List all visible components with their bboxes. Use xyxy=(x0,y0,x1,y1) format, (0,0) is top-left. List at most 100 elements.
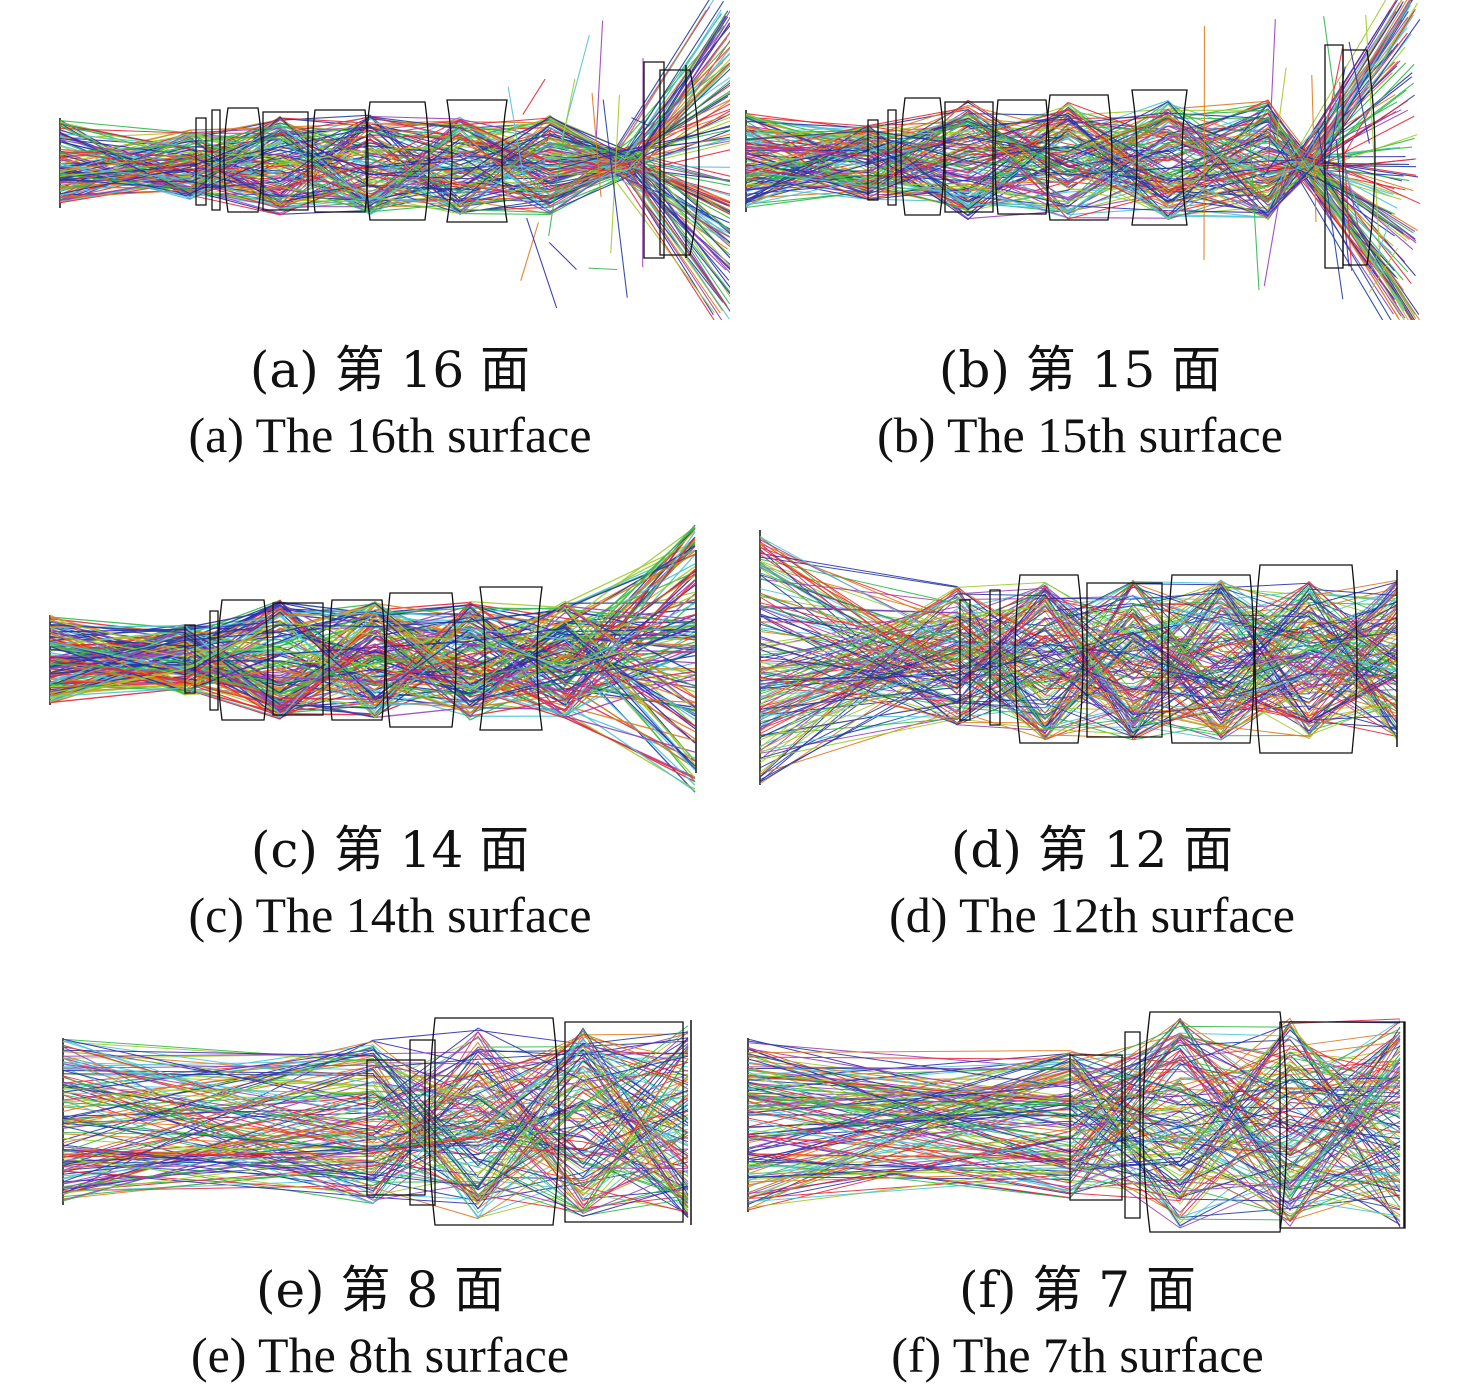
ray xyxy=(59,79,730,192)
lens-element xyxy=(446,99,508,223)
ray xyxy=(747,1048,1401,1204)
ray xyxy=(747,1035,1401,1191)
ray xyxy=(759,603,1398,734)
ray xyxy=(1339,81,1353,271)
caption-zh-d: (d) 第 12 面 xyxy=(950,821,1234,879)
ray xyxy=(747,1039,1401,1171)
lens-element xyxy=(272,602,324,716)
lens-element xyxy=(1014,574,1084,744)
ray xyxy=(59,127,730,205)
caption-zh-b: (b) 第 15 面 xyxy=(938,341,1222,399)
ray xyxy=(759,578,1398,735)
ray xyxy=(759,550,1398,699)
ray xyxy=(747,1048,1401,1185)
ray xyxy=(745,18,1420,213)
ray xyxy=(1227,192,1241,197)
ray xyxy=(747,1058,1401,1206)
ray xyxy=(1326,66,1346,172)
ray xyxy=(759,589,1398,705)
ray xyxy=(747,1064,1401,1208)
ray xyxy=(591,92,602,197)
ray xyxy=(759,606,1398,729)
ray xyxy=(747,1020,1401,1143)
caption-en-a: (a) The 16th surface xyxy=(188,407,592,463)
ray xyxy=(610,94,620,254)
ray xyxy=(747,1105,1401,1218)
ray xyxy=(62,1063,689,1215)
ray xyxy=(59,126,730,259)
ray xyxy=(548,242,577,270)
lens-element xyxy=(1342,49,1376,266)
caption-en-b: (b) The 15th surface xyxy=(877,407,1283,463)
ray xyxy=(759,645,1398,728)
ray xyxy=(747,1073,1401,1220)
panel-f: (f) 第 7 面 (f) The 7th surface xyxy=(740,1000,1415,1395)
ray xyxy=(1368,247,1398,294)
ray xyxy=(745,112,1392,215)
ray xyxy=(1344,111,1370,155)
ray xyxy=(759,546,1398,740)
ray xyxy=(759,617,1398,701)
ray xyxy=(62,1050,689,1185)
ray xyxy=(747,1086,1401,1209)
ray xyxy=(561,78,576,141)
lens-element xyxy=(989,589,1001,726)
ray xyxy=(62,1100,689,1194)
ray xyxy=(747,1024,1401,1198)
caption-en-e: (e) The 8th surface xyxy=(190,1327,570,1383)
ray xyxy=(759,584,1398,735)
ray xyxy=(759,536,1398,673)
ray xyxy=(747,1049,1401,1223)
ray xyxy=(62,1054,689,1213)
ray xyxy=(62,1054,689,1144)
ray xyxy=(1317,47,1344,167)
lens-element xyxy=(328,599,386,721)
ray xyxy=(631,117,650,127)
ray xyxy=(747,1056,1401,1189)
ray xyxy=(759,585,1398,679)
ray xyxy=(62,1046,689,1162)
ray xyxy=(747,1058,1401,1198)
ray xyxy=(759,579,1398,751)
ray xyxy=(747,1058,1401,1222)
panel-b: (b) 第 15 面 (b) The 15th surface xyxy=(740,0,1420,470)
ray xyxy=(62,1097,689,1160)
ray xyxy=(62,1036,689,1195)
lens-element xyxy=(867,119,879,201)
ray xyxy=(747,1019,1401,1202)
lens-element xyxy=(1045,94,1113,221)
ray xyxy=(62,1037,689,1187)
ray xyxy=(62,1044,689,1140)
ray xyxy=(747,1025,1401,1182)
ray xyxy=(745,1,1404,201)
ray-trace-f xyxy=(747,1011,1406,1233)
ray xyxy=(759,600,1398,738)
ray xyxy=(747,1058,1401,1153)
ray xyxy=(759,592,1398,723)
ray xyxy=(759,593,1398,731)
ray xyxy=(62,1049,689,1217)
lens-element xyxy=(211,109,221,211)
caption-en-c: (c) The 14th surface xyxy=(188,887,592,943)
ray xyxy=(745,109,1406,311)
ray xyxy=(747,1054,1401,1154)
ray xyxy=(747,1108,1401,1202)
ray xyxy=(59,24,722,195)
ray-trace-d xyxy=(759,530,1398,785)
ray xyxy=(62,1038,689,1175)
ray xyxy=(747,1042,1401,1228)
ray xyxy=(745,0,1403,188)
panel-d: (d) 第 12 面 (d) The 12th surface xyxy=(752,515,1432,955)
ray xyxy=(62,1049,689,1189)
ray xyxy=(759,588,1398,716)
ray xyxy=(546,127,552,142)
lens-group xyxy=(195,61,700,259)
lens-group xyxy=(184,586,543,731)
ray xyxy=(62,1120,689,1213)
ray xyxy=(522,78,546,115)
ray xyxy=(747,1041,1401,1087)
lens-group xyxy=(1069,1011,1406,1233)
ray xyxy=(507,86,525,182)
ray xyxy=(595,20,604,138)
panel-c: (c) 第 14 面 (c) The 14th surface xyxy=(40,515,740,955)
